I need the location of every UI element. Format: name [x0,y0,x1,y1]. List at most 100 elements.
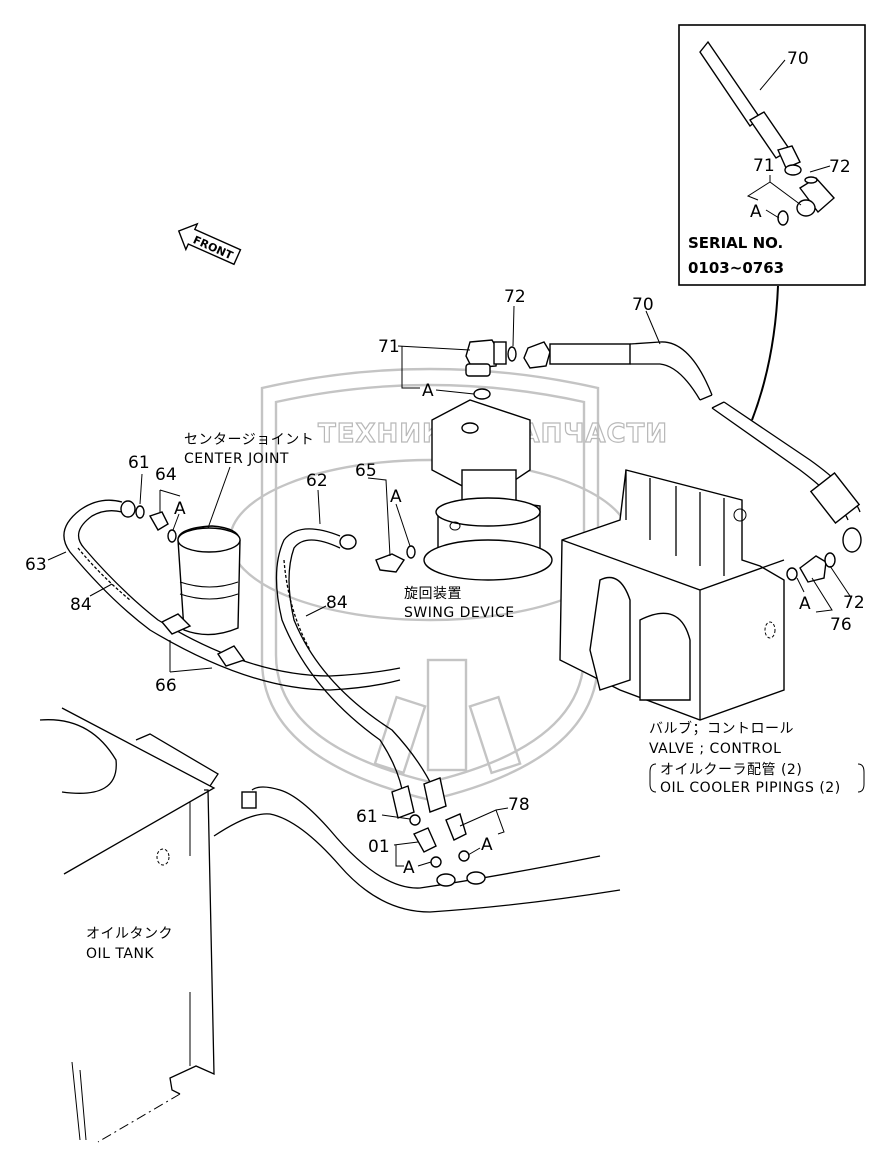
leader-line [796,577,805,593]
callout-70: 70 [632,295,654,315]
oil-tank-top-edge [61,707,216,875]
hose-break [699,394,725,409]
leader-line [305,605,327,617]
hose-63-nut [120,500,136,518]
oring-a-65 [406,545,416,559]
inset-nut-face [784,164,802,176]
oil-tank-bottom [97,1093,181,1143]
leader-line [829,565,851,597]
leader-line [207,466,231,529]
oring-a-01 [430,856,442,868]
callout-61-bottom: 61 [356,807,378,827]
swing-base-flange [423,539,553,581]
swing-device-label-jp: 旋回装置 [404,586,462,602]
callout-78: 78 [508,795,530,815]
clamp-66 [216,645,246,667]
leader-line [495,809,505,835]
control-valve-label-en: VALVE ; CONTROL [649,741,781,757]
leader-line [512,305,515,347]
callout-84-mid: 84 [326,593,348,613]
leader-line [645,310,661,345]
watermark-building [468,695,522,775]
hose-fitting-sleeve [549,343,631,365]
spiral-guard-84-mid [283,559,311,651]
watermark-building [373,695,427,775]
oil-tank-side [169,789,215,1095]
leader-line [381,814,411,820]
leader-line [467,847,481,856]
oil-tank-lip [135,733,219,787]
callout-01: 01 [368,837,390,857]
valve-spools [625,470,725,576]
hose-62: 62 65 A 84 [275,461,447,819]
valve-port [733,508,747,522]
adapter-body [799,555,827,583]
adapter-64 [148,511,169,531]
leader-line [811,577,833,613]
center-joint-top [177,527,241,553]
oring-61-bottom [409,814,421,826]
leader-line [397,345,471,351]
callout-72-right: 72 [843,593,865,613]
hose-62-nut [339,534,357,550]
center-joint-label-jp: センタージョイント [184,432,314,448]
inset-serial-box: 70 71 72 A SERIAL NO. 0103~0763 [678,24,866,286]
oil-tank-label-en: OIL TANK [86,946,154,962]
leader-line [317,489,321,525]
elbow-thread [493,341,507,365]
inset-callout-71: 71 [753,156,775,176]
callout-66: 66 [155,676,177,696]
callout-a-65: A [390,487,402,507]
hose-63-inner [77,510,401,677]
inset-oring-72 [804,176,818,184]
leader-line [401,346,420,389]
callout-84-left: 84 [70,595,92,615]
leader-line [395,503,411,547]
oring-a-top [473,388,491,400]
bottom-fittings: 61 01 A 78 A [356,795,530,878]
return-pipe-lower [213,813,621,913]
adapter-78 [445,813,467,841]
leader-line [759,59,786,91]
bracket-right [857,763,865,793]
inset-callout-a: A [750,202,762,222]
leader-line [169,667,213,673]
hose-lower-nut [842,527,862,553]
return-pipe-upper [251,786,601,889]
oring-a-right [786,567,798,581]
leader-line [89,583,113,597]
clamp-66 [160,613,192,635]
inset-callout-70: 70 [787,49,809,69]
swing-fitting-hole [449,521,461,531]
elbow-base [465,363,491,377]
hose-body [629,341,713,401]
inset-pointer-line [751,285,779,421]
control-valve: バルブ；コントロール VALVE ; CONTROL オイルクーラ配管 (2) … [559,469,865,796]
callout-a-01: A [403,858,415,878]
oring-72-right [824,552,836,568]
oring-a-78 [458,850,470,862]
callout-61-left: 61 [128,453,150,473]
pipe-port-left [436,873,456,887]
valve-end-cap [639,612,691,701]
valve-edges [561,539,785,720]
callout-a-78: A [481,835,493,855]
front-arrow-icon: FRONT [177,222,242,266]
callout-76: 76 [830,615,852,635]
valve-side-block [589,576,631,691]
oil-tank: オイルタンク OIL TANK [39,707,219,1143]
leader-line [172,513,180,531]
oil-tank-label-jp: オイルタンク [86,926,173,942]
inset-frame [678,24,866,286]
center-joint-label-en: CENTER JOINT [184,451,289,467]
callout-63: 63 [25,555,47,575]
spiral-guard-84 [77,547,131,601]
hose-70: 70 [523,295,862,553]
leader-line [395,845,404,867]
leader-line [435,389,475,395]
leader-line [47,551,67,561]
pipe-port-right [466,871,486,885]
leader-line [809,165,831,173]
swing-device-label-en: SWING DEVICE [404,605,515,621]
